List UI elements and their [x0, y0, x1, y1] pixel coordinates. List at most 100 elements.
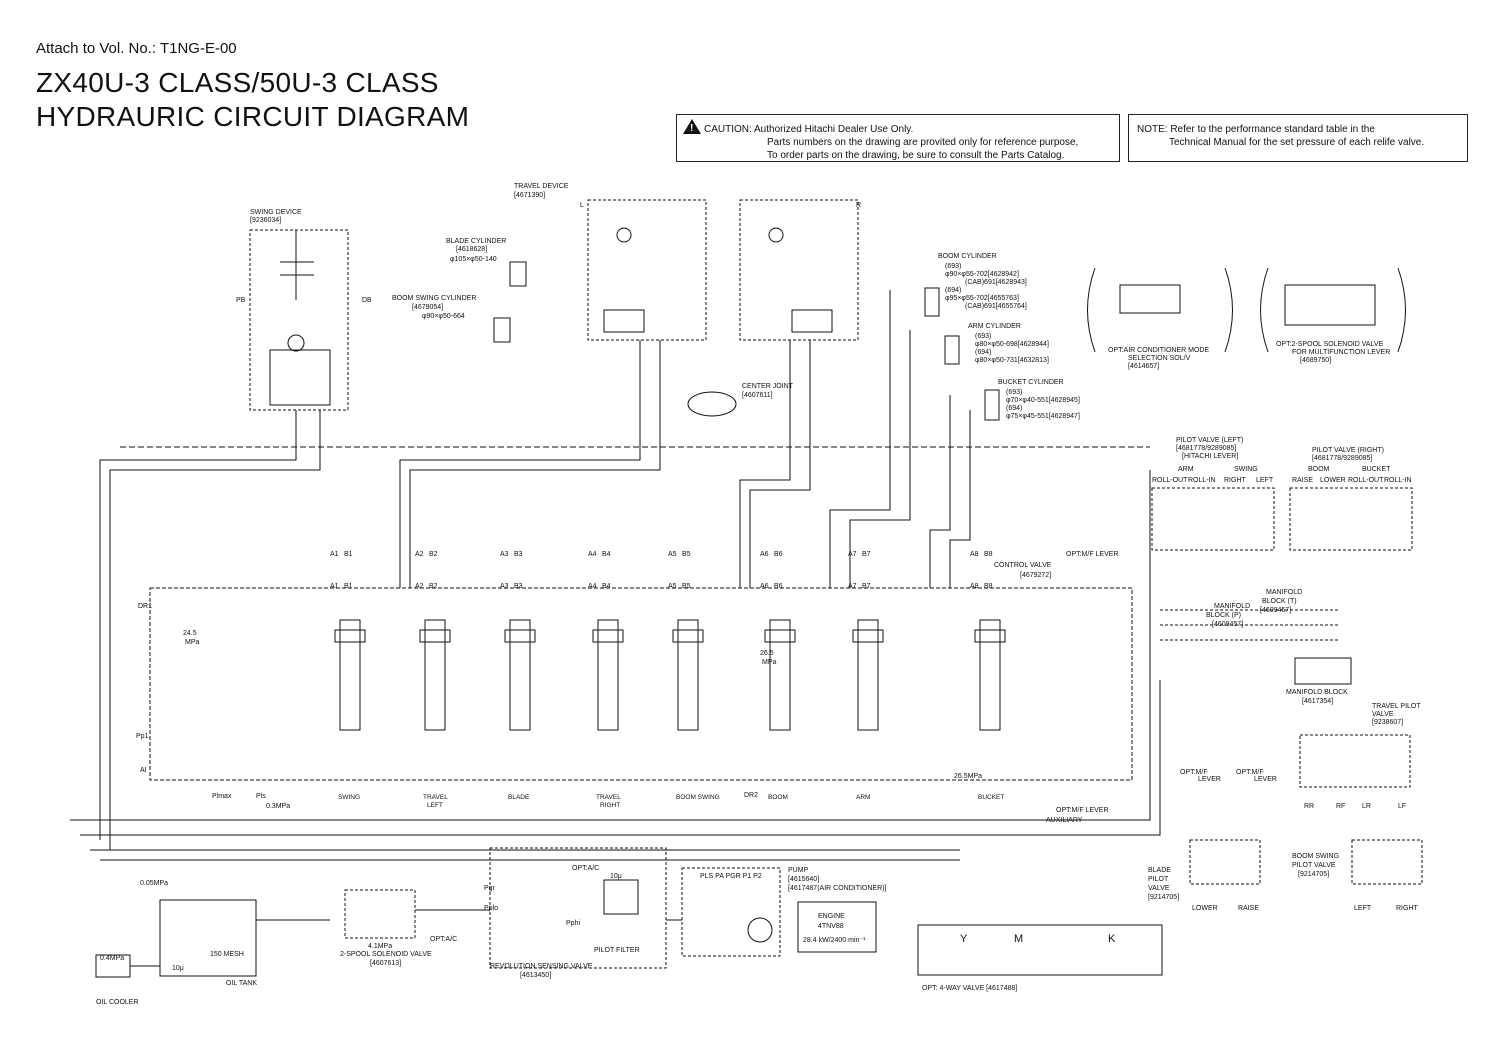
- engine-rating: 28.4 kW/2400 min⁻¹: [803, 937, 866, 944]
- spool2-l3: [4689750]: [1300, 357, 1331, 364]
- pilot-filter-label: PILOT FILTER: [594, 947, 640, 954]
- blade-cylinder-icon: [509, 261, 527, 287]
- revolution-sensing-part: [4613450]: [520, 972, 551, 979]
- pump-label: PUMP: [788, 867, 809, 874]
- oil-tank-label: OIL TANK: [226, 980, 257, 987]
- blade-pilot-valve: [1189, 839, 1261, 885]
- spool-1: [339, 619, 361, 731]
- travel-device-part: [4671390]: [514, 192, 545, 199]
- pilot-right-g1: BOOM: [1308, 466, 1330, 473]
- port-label: B3: [514, 583, 523, 590]
- pilot-filter-mesh: 10μ: [610, 873, 622, 880]
- blade-pilot-c1: LOWER: [1192, 905, 1218, 912]
- section-label: BUCKET: [978, 794, 1004, 801]
- boom-cylinder-l6: (CAB)691[4655764]: [965, 303, 1027, 310]
- spool-5: [677, 619, 699, 731]
- caution-box: CAUTION: Authorized Hitachi Dealer Use O…: [676, 114, 1120, 162]
- manifold-p-l2: BLOCK (P): [1206, 612, 1241, 619]
- travel-pilot-c4: LF: [1398, 803, 1406, 810]
- attach-volume: Attach to Vol. No.: T1NG-E-00: [36, 40, 237, 57]
- oil-tank-filter: 10μ: [172, 965, 184, 972]
- manifold-t-label: MANIFOLD: [1266, 589, 1302, 596]
- blade-pilot-l2: PILOT: [1148, 876, 1169, 883]
- travel-device-right: [739, 199, 859, 341]
- arm-cylinder-l3: (694): [975, 349, 991, 356]
- port-label: B2: [429, 583, 438, 590]
- section-label: SWING: [338, 794, 360, 801]
- boom-swing-pilot-label: BOOM SWING: [1292, 853, 1339, 860]
- spool-port-1: [334, 629, 366, 643]
- control-valve-label: CONTROL VALVE: [994, 562, 1052, 569]
- spool-port-4: [592, 629, 624, 643]
- pilot-right-g2: BUCKET: [1362, 466, 1391, 473]
- four-way-valve: [917, 924, 1163, 976]
- opt-mf-right: OPT:M/F: [1236, 769, 1264, 776]
- port-label: B4: [602, 583, 611, 590]
- section-label: TRAVEL: [423, 794, 448, 801]
- title-line-2: HYDRAURIC CIRCUIT DIAGRAM: [36, 101, 470, 132]
- main-relief-unit: MPa: [185, 639, 200, 646]
- boom-cylinder-label: BOOM CYLINDER: [938, 253, 997, 260]
- ac-mode-l3: [4614657]: [1128, 363, 1159, 370]
- spool-6: [769, 619, 791, 731]
- travel-left-l: L: [580, 202, 584, 209]
- blade-cylinder-part: [4618628]: [456, 246, 487, 253]
- opt-mf-lever-top: OPT:M/F LEVER: [1066, 551, 1119, 558]
- port-label: A4: [588, 551, 597, 558]
- section-label: ARM: [856, 794, 870, 801]
- boom-swing-cylinder-icon: [493, 317, 511, 343]
- port-pb: PB: [236, 297, 246, 304]
- arm-cylinder-l1: (693): [975, 333, 991, 340]
- manifold-p-label: MANIFOLD: [1214, 603, 1250, 610]
- port-label: B5: [682, 583, 691, 590]
- port-label: A6: [760, 583, 769, 590]
- pilot-valve-right: [1289, 487, 1413, 551]
- boom-relief-pressure: 26.5: [760, 650, 774, 657]
- boom-swing-pilot-c1: LEFT: [1354, 905, 1372, 912]
- swing-device-label: SWING DEVICE: [250, 209, 302, 216]
- port-label: A1: [330, 551, 339, 558]
- solenoid-pressure: 4.1MPa: [368, 943, 392, 950]
- port-pplo: Pplo: [484, 905, 498, 912]
- opt-mf-lever-aux: OPT:M/F LEVER: [1056, 807, 1109, 814]
- solenoid-part: [4607613]: [370, 960, 401, 967]
- spool-7: [857, 619, 879, 731]
- pilot-right-c4: ROLL-IN: [1384, 477, 1412, 484]
- pump-part2: [4617487(AIR CONDITIONER)]: [788, 885, 886, 892]
- engine-model: 4TNV88: [818, 923, 844, 930]
- page-title: ZX40U-3 CLASS/50U-3 CLASS HYDRAURIC CIRC…: [36, 66, 469, 134]
- section-label: BLADE: [508, 794, 530, 801]
- four-way-label: OPT: 4-WAY VALVE [4617488]: [922, 985, 1017, 992]
- port-label: B7: [862, 583, 871, 590]
- boom-swing-cylinder-part: [4679054]: [412, 304, 443, 311]
- bucket-cylinder-l1: (693): [1006, 389, 1022, 396]
- main-relief-pressure: 24.5: [183, 630, 197, 637]
- pilot-right-c1: RAISE: [1292, 477, 1313, 484]
- four-way-m: M: [1014, 933, 1023, 945]
- pilot-left-label: PILOT VALVE (LEFT): [1176, 437, 1243, 444]
- boom-cylinder-l2: φ90×φ55-702[4628942]: [945, 271, 1019, 278]
- blade-cylinder-spec: φ105×φ50-140: [450, 256, 497, 263]
- pump-part: [4615640]: [788, 876, 819, 883]
- travel-pilot-part: [9238607]: [1372, 719, 1403, 726]
- spool-8: [979, 619, 1001, 731]
- port-label: A1: [330, 583, 339, 590]
- spool-port-2: [419, 629, 451, 643]
- solenoid-label: 2-SPOOL SOLENOID VALVE: [340, 951, 432, 958]
- center-joint-label: CENTER JOINT: [742, 383, 794, 390]
- arm-cylinder-l2: φ80×φ50-698[4628944]: [975, 341, 1049, 348]
- boom-swing-cylinder-spec: φ90×φ50-664: [422, 313, 465, 320]
- note-box: NOTE: Refer to the performance standard …: [1128, 114, 1468, 162]
- blade-cylinder-label: BLADE CYLINDER: [446, 238, 506, 245]
- port-ai: AI: [140, 767, 147, 774]
- port-pphi: Pphi: [566, 920, 580, 927]
- opt-ac-solenoid: OPT:A/C: [430, 936, 457, 943]
- arm-cylinder-icon: [944, 335, 960, 365]
- port-label: A2: [415, 551, 424, 558]
- center-joint-part: [4607611]: [742, 392, 773, 399]
- port-label: B5: [682, 551, 691, 558]
- arm-cylinder-label: ARM CYLINDER: [968, 323, 1021, 330]
- boom-cylinder-icon: [924, 287, 940, 317]
- boom-swing-pilot-valve: [1351, 839, 1423, 885]
